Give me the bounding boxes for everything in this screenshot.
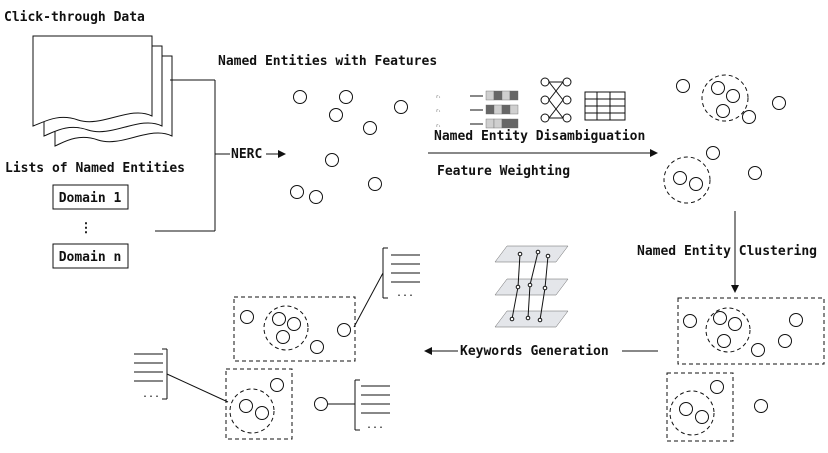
nerc-label: NERC bbox=[231, 147, 262, 162]
entity-nodes-group-2 bbox=[664, 75, 786, 203]
document-stack-icon bbox=[33, 36, 172, 146]
cluster-group-right bbox=[667, 298, 824, 441]
neural-network-icon bbox=[541, 78, 571, 122]
keyword-list-bottom-ellipsis: ... bbox=[366, 420, 384, 431]
svg-text:rᵢ: rᵢ bbox=[436, 123, 441, 128]
click-through-data-label: Click-through Data bbox=[4, 10, 145, 25]
entity-nodes-group-1 bbox=[291, 91, 408, 204]
domain-1-label: Domain 1 bbox=[59, 191, 122, 206]
named-entities-with-features-label: Named Entities with Features bbox=[218, 54, 437, 69]
feature-weighting-label: Feature Weighting bbox=[437, 164, 570, 179]
keyword-list-top-ellipsis: ... bbox=[396, 288, 414, 299]
cluster-group-left-bottom bbox=[226, 369, 328, 439]
cluster-group-left-top bbox=[234, 297, 355, 361]
svg-text:rᵢ: rᵢ bbox=[436, 94, 441, 99]
svg-text:rᵢ: rᵢ bbox=[436, 108, 441, 113]
keyword-list-left-ellipsis: ... bbox=[142, 389, 160, 400]
vertical-ellipsis: ⋮ bbox=[80, 221, 93, 236]
layered-graph-icon bbox=[495, 246, 568, 327]
named-entity-disambiguation-label: Named Entity Disambiguation bbox=[434, 129, 645, 144]
domain-n-label: Domain n bbox=[59, 250, 122, 265]
named-entity-clustering-label: Named Entity Clustering bbox=[637, 244, 817, 259]
keywords-generation-label: Keywords Generation bbox=[460, 344, 609, 359]
keyword-connector-top bbox=[354, 273, 383, 327]
weight-table-icon bbox=[585, 92, 625, 120]
lists-of-named-entities-label: Lists of Named Entities bbox=[5, 161, 185, 176]
feature-vector-icon: rᵢ rᵢ rᵢ bbox=[436, 91, 518, 128]
keyword-connector-left bbox=[167, 374, 228, 402]
